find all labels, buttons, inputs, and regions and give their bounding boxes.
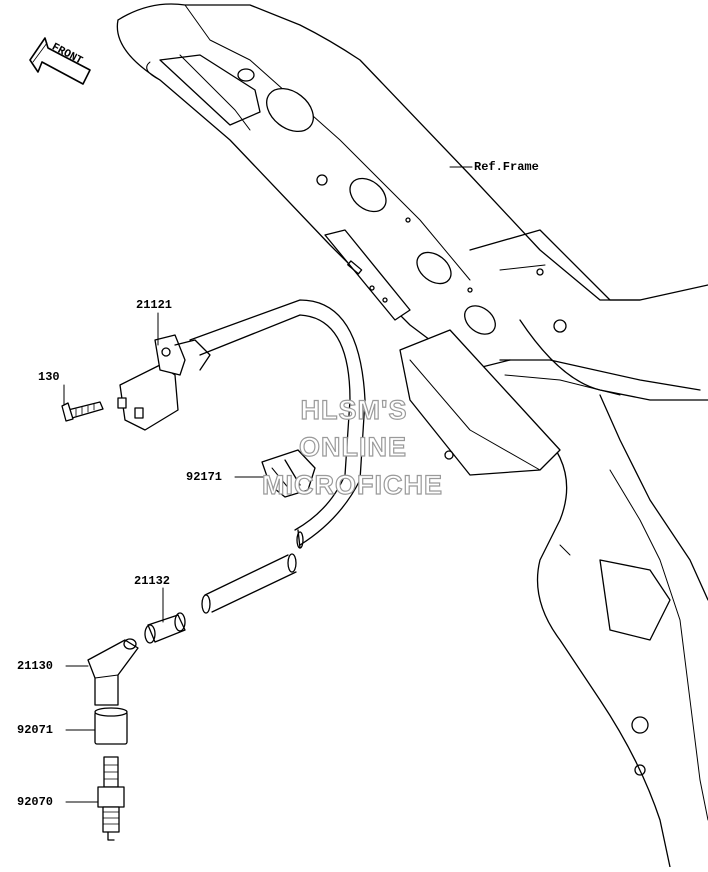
boot-92071 — [94, 707, 128, 745]
heat-shield — [399, 329, 701, 476]
callout-21121: 21121 — [136, 298, 173, 312]
watermark-line-2: ONLINE — [298, 431, 407, 462]
callout-21130: 21130 — [17, 659, 54, 673]
spark-plug-92070 — [97, 756, 125, 841]
callout-92070: 92070 — [17, 795, 54, 809]
watermark-line-1: HLSM'S — [300, 394, 408, 425]
front-arrow-icon — [29, 37, 91, 85]
callout-ref-frame: Ref.Frame — [474, 160, 539, 174]
watermark-line-3: MICROFICHE — [261, 469, 443, 500]
cap-seal-21132 — [144, 612, 186, 644]
leader-lines — [63, 166, 473, 803]
bolt-130 — [61, 401, 104, 422]
callout-21132: 21132 — [134, 574, 171, 588]
callout-130: 130 — [38, 370, 60, 384]
clamp-92171 — [261, 449, 316, 498]
callout-92071: 92071 — [17, 723, 54, 737]
frame-rail — [116, 3, 708, 868]
ignition-coil — [117, 334, 211, 431]
ignition-lead — [189, 299, 366, 549]
coil-bracket — [324, 229, 411, 321]
plug-cap-21130 — [87, 638, 139, 706]
lead-segment — [201, 553, 297, 614]
callout-92171: 92171 — [186, 470, 223, 484]
